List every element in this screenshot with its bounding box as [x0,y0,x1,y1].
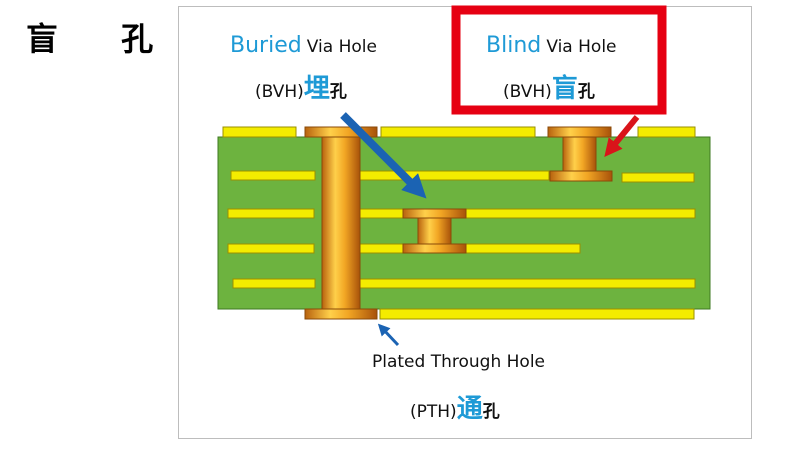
through-subtitle: (PTH)通孔 [410,388,500,425]
blind-via [547,126,613,182]
top-trace [380,126,536,138]
inner-trace [227,243,315,254]
inner-trace [356,243,581,254]
inner-trace [621,172,695,183]
through-hole-via [304,126,378,320]
buried-subtitle: (BVH)埋孔 [255,68,347,105]
blind-title: Blind Via Hole [486,33,617,58]
through-abbr: (PTH) [410,402,457,422]
through-line1: Plated Through Hole [372,352,545,372]
blind-arrow [604,115,640,157]
blind-name: Blind [486,33,542,58]
inner-trace [227,208,315,219]
through-cn-tail: 孔 [482,402,500,422]
blind-cn-tail: 孔 [577,82,595,102]
top-trace [637,126,696,138]
buried-via [402,208,467,254]
blind-cn-main: 盲 [551,74,578,104]
through-cn-main: 通 [456,394,483,424]
inner-trace [356,170,550,181]
inner-trace [230,170,316,181]
inner-trace [356,278,696,289]
buried-title: Buried Via Hole [230,33,377,58]
buried-cn-main: 埋 [303,74,330,104]
through-title: Plated Through Hole [372,352,545,372]
blind-suffix: Via Hole [546,37,617,57]
highlight-box [451,5,667,115]
inner-trace [232,278,316,289]
blind-abbr: (BVH) [503,82,552,102]
buried-name: Buried [230,33,302,58]
buried-arrow [340,112,427,199]
buried-abbr: (BVH) [255,82,304,102]
top-trace [222,126,297,138]
through-arrow [377,323,400,347]
page-title: 盲 孔 [26,20,180,58]
bottom-trace [379,308,695,320]
blind-subtitle: (BVH)盲孔 [503,68,595,105]
buried-suffix: Via Hole [306,37,377,57]
buried-cn-tail: 孔 [329,82,347,102]
